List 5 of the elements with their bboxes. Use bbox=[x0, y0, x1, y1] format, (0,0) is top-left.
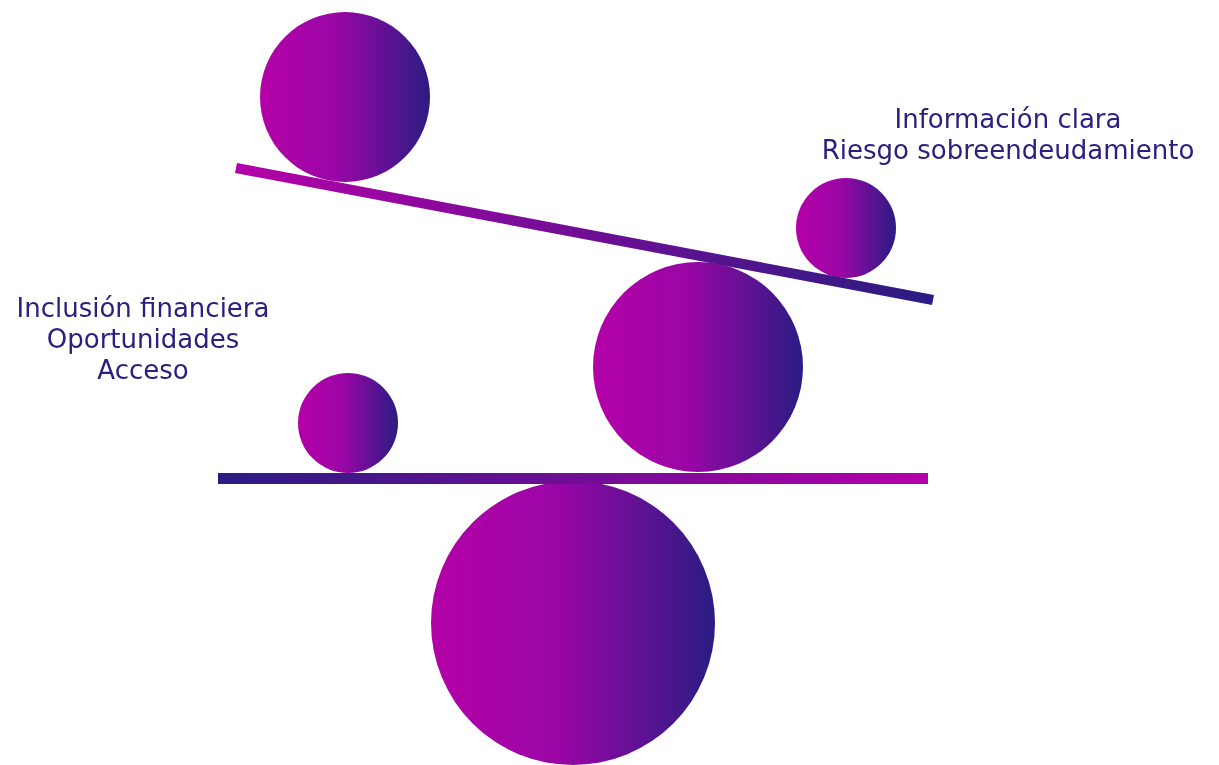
caption-text: Oportunidades bbox=[46, 324, 240, 355]
caption-text: Acceso bbox=[97, 355, 189, 386]
caption-text: Riesgo sobreendeudamiento bbox=[821, 135, 1195, 166]
caption-text: Inclusión financiera bbox=[16, 293, 270, 324]
caption-text: Información clara bbox=[894, 104, 1122, 135]
